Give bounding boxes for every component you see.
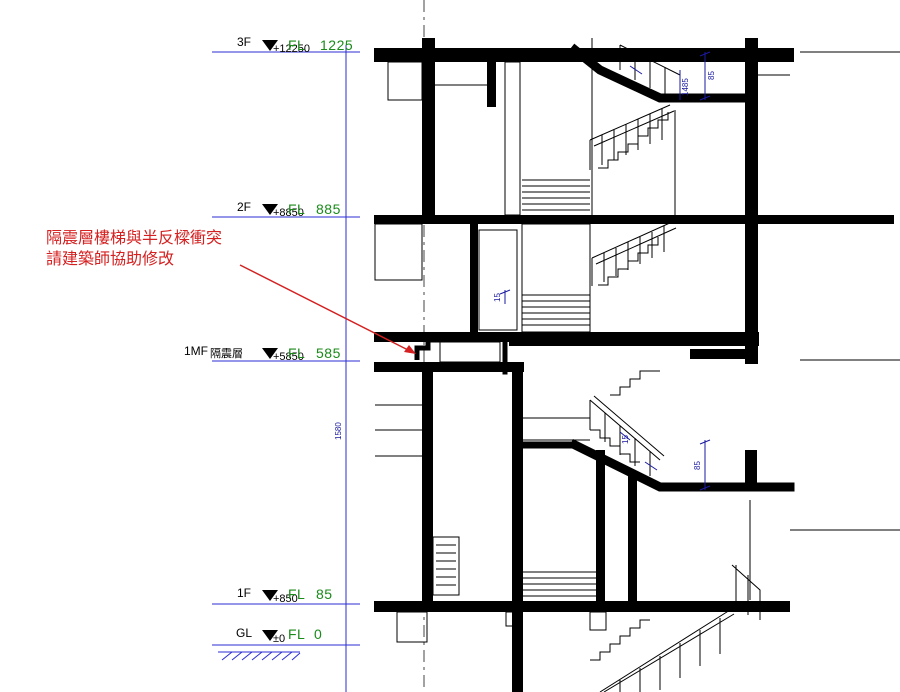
level-triangle-icon: [262, 630, 278, 641]
level-fl-value: 85: [316, 586, 333, 602]
level-marker-1mf: 1MF 隔震層 +5850 FL 585: [184, 344, 341, 363]
level-marker-3f: 3F +12250 FL 1225: [237, 35, 353, 55]
level-triangle-icon: [262, 40, 278, 51]
level-marker-2f: 2F +8850 FL 885: [237, 200, 341, 219]
level-name: GL: [236, 626, 252, 640]
level-marker-gl: GL ±0 FL 0: [236, 626, 322, 645]
level-triangle-icon: [262, 204, 278, 215]
level-triangle-icon: [262, 590, 278, 601]
level-fl-value: 1225: [320, 37, 353, 53]
ground-hatch-icon: [218, 651, 301, 661]
window-detail: [432, 536, 460, 596]
level-fl-label: FL: [288, 586, 305, 602]
level-triangle-icon: [262, 348, 278, 359]
level-fl-label: FL: [288, 626, 305, 642]
level-name-extra: 隔震層: [210, 347, 243, 360]
level-fl-label: FL: [288, 345, 305, 361]
rail-dimension-3f-b: 1485: [681, 78, 690, 96]
grid-lines: [345, 0, 425, 692]
stair-tread-stacks: [522, 179, 596, 597]
level-marker-1f: 1F +850 FL 85: [237, 586, 333, 605]
level-fl-value: 0: [314, 626, 322, 642]
handrails: [589, 44, 761, 692]
structural-columns: [422, 38, 758, 692]
level-elevation-code: +850: [273, 593, 298, 605]
level-fl-value: 885: [316, 201, 341, 217]
level-elevation-code: ±0: [273, 633, 285, 645]
level-name: 1MF: [184, 344, 208, 358]
level-elevation-code: +8850: [273, 207, 304, 219]
step-dimension-2f: 15: [493, 293, 502, 302]
level-name: 1F: [237, 586, 251, 600]
wall-outlines: [374, 38, 900, 643]
annotation-leader-line: [239, 264, 413, 353]
level-name: 2F: [237, 200, 251, 214]
annotation-line-2: 請建築師協助修改: [46, 249, 174, 268]
conflict-annotation: 隔震層樓梯與半反樑衝突 請建築師協助修改: [46, 228, 416, 354]
arrowhead-icon: [404, 345, 416, 354]
level-fl-value: 585: [316, 345, 341, 361]
level-fl-label: FL: [288, 37, 305, 53]
rail-dimension-3f: 85: [707, 71, 716, 80]
rail-dimension-1mf: 85: [693, 461, 702, 470]
level-elevation-code: +5850: [273, 351, 304, 363]
level-elevation-code: +12250: [273, 43, 310, 55]
overall-dimension-label: 1580: [334, 422, 343, 440]
annotation-line-1: 隔震層樓梯與半反樑衝突: [46, 228, 222, 247]
level-name: 3F: [237, 35, 251, 49]
level-lines: [212, 51, 360, 646]
level-fl-label: FL: [288, 201, 305, 217]
isolation-layer-stair: [414, 332, 501, 363]
rail-dimension-mid: 15: [621, 435, 630, 444]
dimension-marks: [499, 51, 711, 491]
